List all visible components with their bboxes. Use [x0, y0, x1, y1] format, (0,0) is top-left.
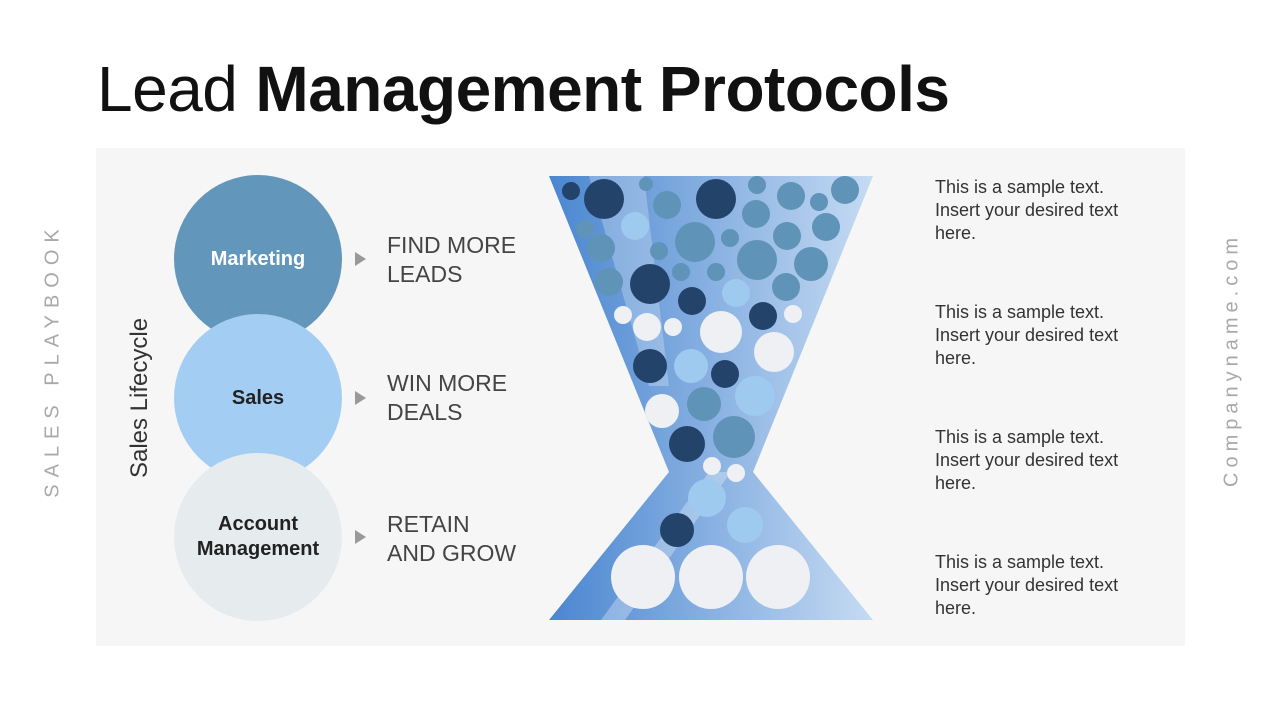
stage-action-line: DEALS: [387, 399, 463, 425]
stage-name-line2: Management: [196, 538, 320, 560]
stage-name-marketing: Marketing: [210, 247, 306, 270]
stage-circle-account-management: Account Management: [174, 453, 342, 621]
description-line: Insert your desired text: [935, 575, 1119, 595]
stage-action-line: FIND MORE: [387, 232, 517, 258]
description-line: here.: [935, 223, 977, 243]
stage-name-line1: Account: [218, 513, 298, 535]
description-line: This is a sample text.: [935, 552, 1105, 572]
description-2: This is a sample text. Insert your desir…: [935, 301, 1155, 370]
sales-playbook-label: SALES PLAYBOOK: [41, 222, 64, 498]
description-line: Insert your desired text: [935, 200, 1119, 220]
arrow-right-icon: [355, 252, 366, 266]
stage-action-line: WIN MORE: [387, 370, 508, 396]
stage-action-marketing: FIND MORE LEADS: [387, 231, 537, 289]
description-line: This is a sample text.: [935, 302, 1105, 322]
description-4: This is a sample text. Insert your desir…: [935, 551, 1155, 620]
description-line: Insert your desired text: [935, 325, 1119, 345]
stage-action-line: LEADS: [387, 261, 463, 287]
stage-name-sales: Sales: [231, 386, 285, 409]
stage-action-line: AND GROW: [387, 540, 517, 566]
hourglass-funnel-graphic: [549, 176, 873, 620]
title-light: Lead: [97, 53, 238, 125]
title-bold: Management Protocols: [255, 53, 950, 125]
bubbles-group: [562, 176, 859, 620]
sales-lifecycle-label: Sales Lifecycle: [126, 317, 153, 479]
description-line: here.: [935, 348, 977, 368]
description-line: here.: [935, 598, 977, 618]
stage-action-account: RETAIN AND GROW: [387, 510, 537, 568]
company-name-label: Companyname.com: [1220, 233, 1243, 487]
description-1: This is a sample text. Insert your desir…: [935, 176, 1155, 245]
stage-action-line: RETAIN: [387, 511, 470, 537]
description-line: here.: [935, 473, 977, 493]
description-line: Insert your desired text: [935, 450, 1119, 470]
arrow-right-icon: [355, 391, 366, 405]
description-line: This is a sample text.: [935, 427, 1105, 447]
description-line: This is a sample text.: [935, 177, 1105, 197]
stage-action-sales: WIN MORE DEALS: [387, 369, 537, 427]
stage-name-account-management: Account Management: [183, 512, 333, 562]
arrow-right-icon: [355, 530, 366, 544]
description-3: This is a sample text. Insert your desir…: [935, 426, 1155, 495]
